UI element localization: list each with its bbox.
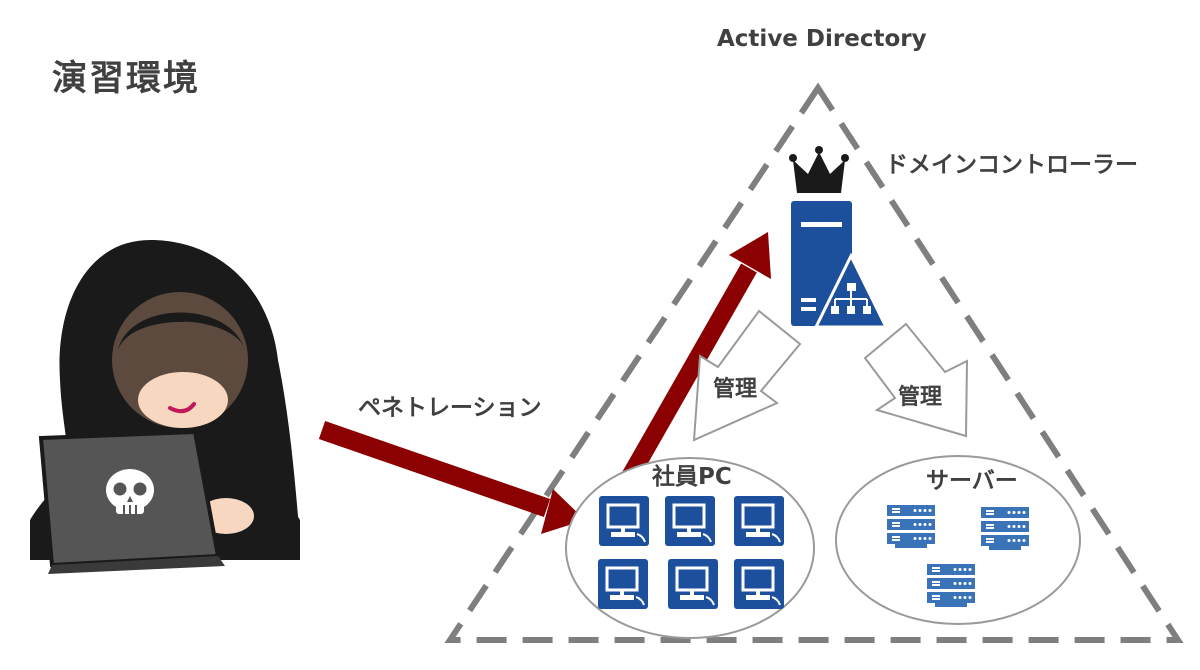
management-arrow-left	[692, 309, 802, 442]
pc-icon	[663, 494, 717, 548]
active-directory-label: Active Directory	[717, 26, 927, 52]
server-rack-icon	[885, 503, 937, 551]
pc-icon	[596, 557, 650, 611]
pc-icon	[732, 557, 786, 611]
pc-icon	[666, 557, 720, 611]
crown-icon	[793, 152, 845, 193]
servers-label: サーバー	[926, 468, 1018, 494]
pc-icon	[732, 494, 786, 548]
servers-group	[835, 455, 1081, 625]
management-arrow-right	[863, 322, 969, 438]
penetration-arrow	[318, 421, 585, 534]
management-label-left: 管理	[713, 377, 758, 402]
server-rack-icon	[925, 562, 977, 610]
crown-icon-jewel	[815, 146, 823, 154]
crown-icon-jewel	[841, 154, 849, 162]
employee-pc-label: 社員PC	[652, 464, 732, 490]
network-icon	[813, 252, 889, 329]
hacker-illustration	[30, 240, 300, 574]
crown-icon-jewel	[789, 154, 797, 162]
penetration-label: ペネトレーション	[358, 395, 542, 421]
domain-controller-label: ドメインコントローラー	[885, 152, 1138, 178]
pc-icon	[597, 494, 651, 548]
active-directory-boundary	[444, 82, 1184, 643]
escalation-arrow	[620, 232, 771, 485]
page-title: 演習環境	[52, 59, 201, 99]
management-label-right: 管理	[898, 385, 943, 410]
server-rack-icon	[979, 505, 1031, 553]
skull-icon	[106, 469, 154, 514]
